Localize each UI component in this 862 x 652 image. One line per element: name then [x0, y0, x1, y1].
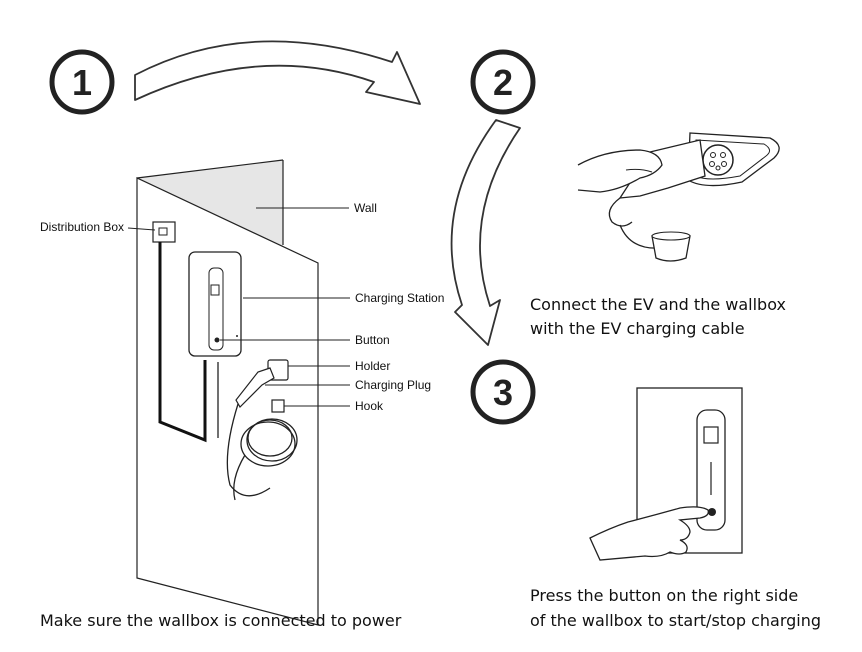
- label-charging-plug: Charging Plug: [355, 378, 431, 392]
- step-3-number: 3: [493, 372, 513, 413]
- step-3-marker: 3: [470, 359, 536, 425]
- step-1-number: 1: [72, 62, 92, 103]
- charging-station: [188, 251, 242, 357]
- caption-step1: Make sure the wallbox is connected to po…: [40, 611, 402, 630]
- label-button: Button: [355, 333, 390, 347]
- caption-step3-line2: of the wallbox to start/stop charging: [530, 611, 821, 630]
- wall-panel: [136, 177, 319, 626]
- caption-step3-line1: Press the button on the right side: [530, 586, 798, 605]
- label-wall: Wall: [354, 201, 377, 215]
- step-1-marker: 1: [49, 49, 115, 115]
- arrow-step2-to-step3: [450, 119, 521, 346]
- caption-step2-line1: Connect the EV and the wallbox: [530, 295, 786, 314]
- hook: [271, 399, 285, 413]
- label-hook: Hook: [355, 399, 384, 413]
- label-distribution-box: Distribution Box: [40, 220, 124, 234]
- step-2-marker: 2: [470, 49, 536, 115]
- label-holder: Holder: [355, 359, 390, 373]
- pointing-hand: [589, 506, 709, 561]
- arrow-step1-to-step2: [134, 40, 421, 105]
- distribution-box: [152, 221, 207, 443]
- label-charging-station: Charging Station: [355, 291, 444, 305]
- caption-step2-line2: with the EV charging cable: [530, 319, 745, 338]
- charging-plug-and-cable: [217, 362, 298, 501]
- wallbox-button: [708, 508, 716, 516]
- step-2-number: 2: [493, 62, 513, 103]
- ev-plug-illustration: [577, 132, 780, 262]
- station-button: [214, 337, 220, 343]
